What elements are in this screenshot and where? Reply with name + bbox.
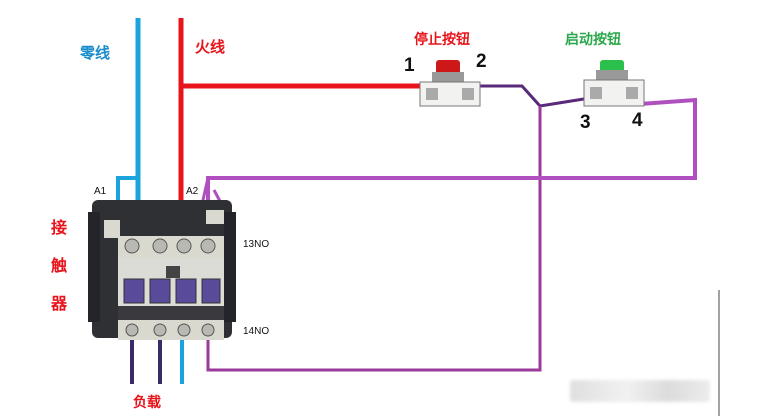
14no-label: 14NO [243,326,270,337]
contactor-label-1: 接 [51,218,68,237]
13no-label: 13NO [243,239,270,250]
start-button [583,60,645,107]
stop-button-label: 停止按钮 [414,32,470,48]
live-label: 火线 [195,38,226,56]
terminal-3-label: 3 [580,112,591,133]
terminal-4-label: 4 [632,110,643,131]
start-to-a2-wire [206,97,697,222]
terminal-1-label: 1 [404,55,415,76]
terminal-2-label: 2 [476,51,487,72]
stop-to-start-wire [480,84,591,108]
watermark [570,380,710,402]
start-button-label: 启动按钮 [565,32,621,48]
stop-button [419,60,481,107]
stop-to-14no-wire [206,106,542,372]
load-label: 负载 [133,395,161,411]
a1-label: A1 [94,186,107,197]
contactor-label-3: 器 [51,294,68,313]
contactor [88,200,236,340]
neutral-label: 零线 [80,44,111,62]
a2-label: A2 [186,186,199,197]
contactor-label-2: 触 [51,256,68,275]
